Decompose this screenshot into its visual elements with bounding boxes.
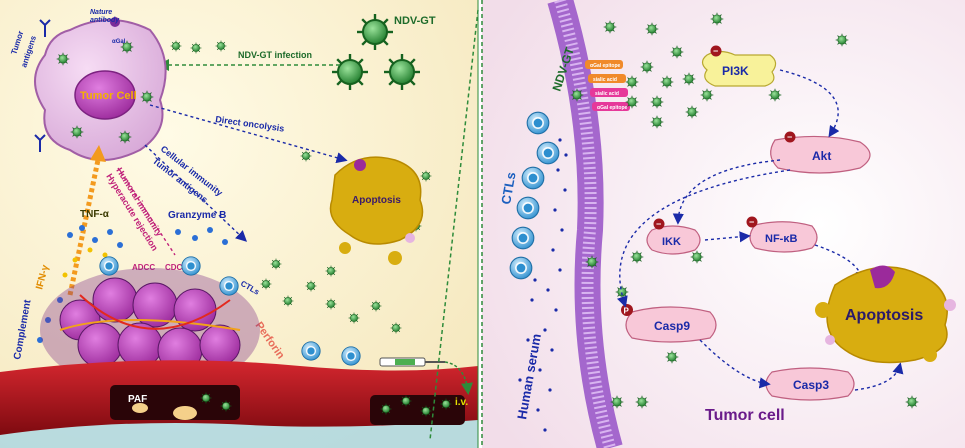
ctl-icon	[521, 166, 545, 190]
iv-arrow	[444, 361, 473, 395]
receptor-label-2: sialic acid	[593, 77, 617, 83]
infection-label: NDV-GT infection	[238, 50, 312, 60]
ndv-gt-label: NDV-GT	[394, 15, 436, 27]
minus-icon	[784, 131, 796, 143]
syringe-icon	[379, 357, 445, 367]
ctl-icon	[99, 256, 119, 276]
ctl-icon	[536, 141, 560, 165]
svg-text:−: −	[749, 217, 754, 227]
cell-membrane	[547, 0, 623, 448]
natural-antibody-label-2: antibody	[90, 17, 120, 24]
cellular-immunity-arrow	[144, 144, 248, 242]
blood-vessel	[0, 360, 478, 448]
pi3k-label: PI3K	[722, 64, 749, 78]
ndv-virus-icon	[382, 52, 422, 92]
tumor-cell: Tumor Cell	[34, 17, 167, 161]
virus-icon	[118, 130, 132, 144]
paf-label: PAF	[128, 394, 147, 405]
virus-icon	[140, 90, 154, 104]
svg-text:−: −	[787, 132, 792, 142]
receptor-label-3: sialic acid	[595, 91, 619, 97]
minus-icon	[710, 45, 722, 57]
left-panel: NDV-GT NDV-GT infection Tumor Cell Natur…	[0, 0, 479, 448]
zoom-line	[429, 9, 479, 441]
svg-text:−: −	[713, 46, 718, 56]
ctl-icon	[511, 226, 535, 250]
ctl-icon	[301, 341, 321, 361]
apoptotic-cell-left	[329, 156, 424, 265]
akt-node: Akt −	[770, 131, 871, 174]
nfkb-label: NF-κB	[765, 233, 797, 245]
ikk-label: IKK	[662, 236, 681, 248]
casp3-label: Casp3	[793, 378, 829, 392]
adcc-label: ADCC	[132, 263, 155, 272]
pi3k-node: PI3K −	[701, 45, 777, 87]
oncolysis-arrow	[149, 104, 348, 164]
pathway-arrows	[617, 69, 904, 391]
apoptotic-cell-right	[815, 265, 956, 364]
granzyme-label: Granzyme B	[168, 210, 226, 221]
antigen-icon	[34, 134, 46, 152]
serum-dots	[518, 138, 568, 432]
humoral-arrow	[117, 167, 176, 256]
ctls-right-label: CTLs	[498, 171, 518, 206]
ctl-icon	[341, 346, 361, 366]
akt-label: Akt	[812, 149, 831, 163]
minus-icon	[746, 216, 758, 228]
ifn-arrow	[67, 159, 101, 296]
minus-icon	[653, 218, 665, 230]
receptor-label-1: αGal epitope	[590, 63, 621, 69]
ndv-virus-icon	[355, 12, 395, 52]
nfkb-node: NF-κB −	[746, 216, 818, 253]
apoptosis-right-label: Apoptosis	[845, 307, 923, 324]
ikk-node: IKK −	[646, 218, 701, 255]
casp3-node: Casp3	[765, 367, 855, 401]
ctl-icon	[509, 256, 533, 280]
casp9-node: Casp9 P	[621, 304, 717, 343]
tumor-nucleus	[74, 70, 136, 120]
tnf-label: TNF-α	[80, 209, 110, 220]
ctl-icon	[516, 196, 540, 220]
svg-text:P: P	[624, 307, 630, 316]
receptors	[585, 60, 630, 111]
right-panel: αGal epitope sialic acid sialic acid αGa…	[481, 0, 965, 448]
agal-marker	[110, 17, 120, 27]
virus-icon	[56, 52, 70, 66]
apoptosis-left-label: Apoptosis	[352, 195, 401, 206]
tnf-dots	[62, 247, 108, 278]
virus-icon	[70, 125, 84, 139]
cytokine-dots	[37, 225, 228, 343]
tumor-cell-right-label: Tumor cell	[705, 407, 785, 424]
iv-label: i.v.	[455, 397, 468, 408]
agal-label: αGal	[112, 39, 126, 45]
ctl-icon	[526, 111, 550, 135]
receptor-label-4: αGal epitope	[597, 105, 628, 111]
svg-text:−: −	[656, 219, 661, 229]
ctl-icon	[219, 276, 239, 296]
ctl-icon	[181, 256, 201, 276]
antigen-icon	[39, 19, 51, 37]
tumor-cell-label: Tumor Cell	[80, 90, 137, 102]
cdc-label: CDC	[165, 263, 183, 272]
ifn-arrowhead	[90, 145, 106, 162]
ndv-virus-icon	[330, 52, 370, 92]
casp9-label: Casp9	[654, 319, 690, 333]
natural-antibody-label-1: Nature	[90, 9, 112, 16]
